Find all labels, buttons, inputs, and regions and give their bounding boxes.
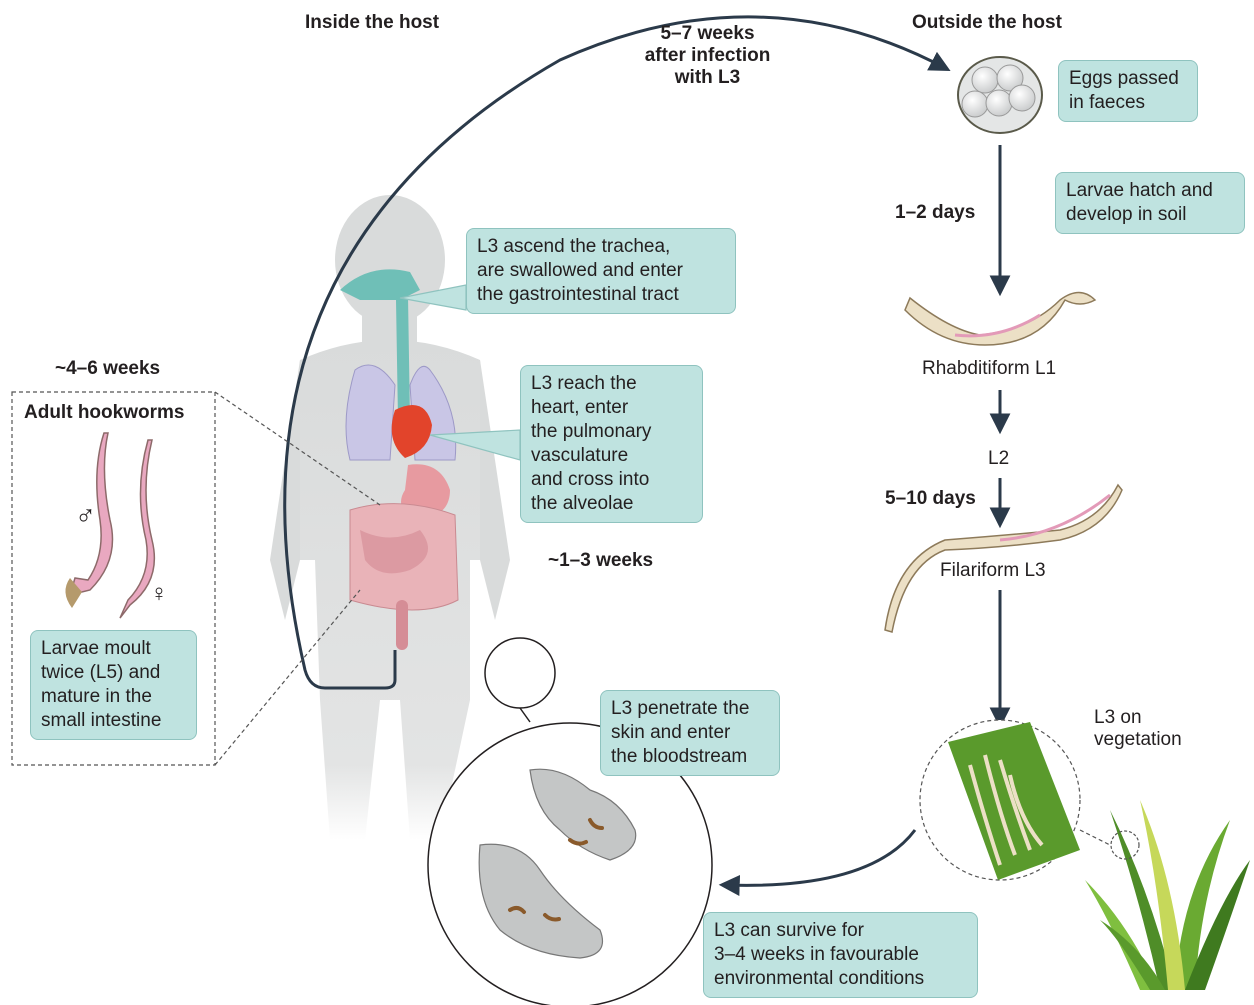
stage-l2-label: L2	[988, 448, 1009, 470]
inside-host-header: Inside the host	[305, 12, 439, 34]
vegetation-closeup	[920, 720, 1110, 880]
timing-4-6-weeks: ~4–6 weeks	[55, 358, 160, 380]
female-symbol: ♀	[150, 580, 168, 608]
timing-5-10-days: 5–10 days	[885, 488, 976, 510]
return-arrow	[725, 830, 915, 885]
eggs-cluster	[958, 57, 1042, 133]
stage-vegetation-label: L3 on vegetation	[1094, 707, 1182, 751]
box-penetrate-skin: L3 penetrate the skin and enter the bloo…	[600, 690, 780, 776]
grass-tuft	[1085, 800, 1250, 990]
timing-after-infection: 5–7 weeks after infection with L3	[625, 23, 790, 89]
timing-1-2-days: 1–2 days	[895, 202, 975, 224]
stage-rhabditiform-label: Rhabditiform L1	[922, 358, 1056, 380]
rhabditiform-larva	[905, 293, 1095, 346]
box-larvae-moult: Larvae moult twice (L5) and mature in th…	[30, 630, 197, 740]
box-heart: L3 reach the heart, enter the pulmonary …	[520, 365, 703, 523]
timing-1-3-weeks: ~1–3 weeks	[548, 550, 653, 572]
adult-hookworms-title: Adult hookworms	[24, 402, 184, 424]
box-larvae-hatch: Larvae hatch and develop in soil	[1055, 172, 1245, 234]
box-eggs-passed: Eggs passed in faeces	[1058, 60, 1198, 122]
box-survive: L3 can survive for 3–4 weeks in favourab…	[703, 912, 978, 998]
stage-filariform-label: Filariform L3	[940, 560, 1046, 582]
box-trachea: L3 ascend the trachea, are swallowed and…	[466, 228, 736, 314]
male-symbol: ♂	[75, 500, 96, 532]
outside-host-header: Outside the host	[912, 12, 1062, 34]
